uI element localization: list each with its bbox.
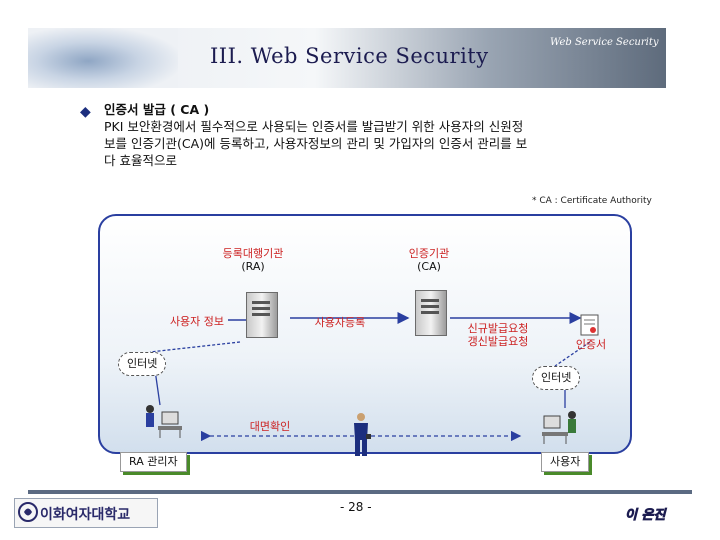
page-title: III. Web Service Security [210,44,489,68]
bullet-diamond-icon: ◆ [80,104,91,120]
internet-cloud-right: 인터넷 [532,366,581,390]
body-line: PKI 보안환경에서 필수적으로 사용되는 인증서를 발급받기 위한 사용자의 … [104,119,524,134]
ca-label: 인증기관 (CA) [398,247,460,273]
ra-label-name: 등록대행기관 [222,247,284,260]
user-workstation-icon [542,411,576,444]
university-logo [14,498,158,528]
page-subtitle: Web Service Security [550,37,659,48]
requests-label: 신규발급요청 갱신발급요청 [458,322,538,348]
internet-cloud-left: 인터넷 [118,352,167,376]
ra-admin-workstation-icon [146,405,182,438]
ca-label-abbr: (CA) [417,260,441,273]
user-registration-label: 사용자등록 [314,316,366,329]
ra-server-icon [246,292,278,338]
certificate-icon [580,314,599,336]
banner-emblem [28,28,178,88]
ca-label-name: 인증기관 [408,247,450,260]
user-label: 사용자 [541,452,590,472]
diagram-frame [98,214,632,454]
ra-label: 등록대행기관 (RA) [218,247,288,273]
ca-footnote: * CA : Certificate Authority [532,196,652,206]
ra-admin-label: RA 관리자 [120,452,187,472]
page-number: - 28 - [340,500,372,514]
university-emblem-icon [18,502,38,522]
header-banner [28,28,666,88]
author-name: 이 은진 [625,508,666,524]
certificate-label: 인증서 [575,338,607,351]
footer-divider [28,490,692,494]
university-name: 이화여자대학교 [40,507,131,523]
new-request-label: 신규발급요청 [467,322,529,335]
user-info-label: 사용자 정보 [169,315,225,328]
body-line: 보를 인증기관(CA)에 등록하고, 사용자정보의 관리 및 가입자의 인증서 … [104,136,528,151]
arrow-left-internet [149,341,241,353]
arrow-right-internet [554,341,591,367]
body-line: 다 효율적으로 [104,153,177,168]
face-to-face-label: 대면확인 [249,420,291,433]
renew-request-label: 갱신발급요청 [467,335,529,348]
ca-server-icon [415,290,447,336]
ra-label-abbr: (RA) [241,260,265,273]
body-text: 인증서 발급 ( CA ) PKI 보안환경에서 필수적으로 사용되는 인증서를… [104,101,664,169]
section-heading: 인증서 발급 ( CA ) [104,102,210,117]
businessman-icon [354,413,371,456]
